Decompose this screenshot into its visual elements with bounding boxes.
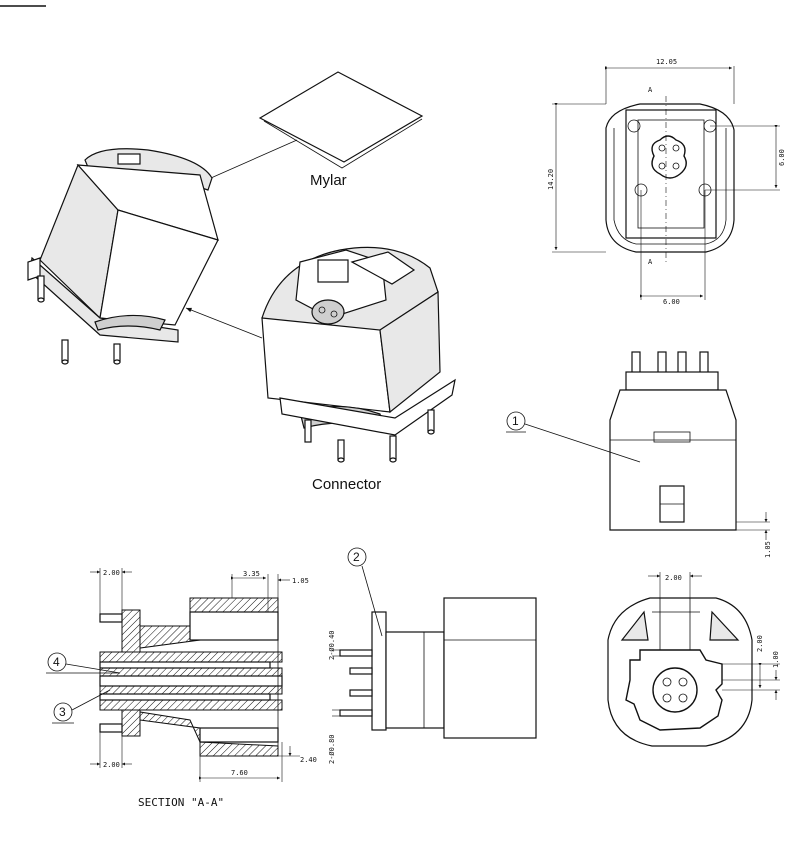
- section-mark-bottom: A: [648, 258, 653, 266]
- dim-sec-top-mid: 3.35: [243, 570, 260, 578]
- mylar-sheet: [258, 71, 424, 169]
- balloon-1: [506, 411, 641, 463]
- connector-iso: [261, 246, 456, 463]
- connector-arrow: [185, 307, 263, 339]
- section-mark-top: A: [648, 86, 653, 94]
- section-a-a: [99, 597, 283, 757]
- section-dimensions: [90, 568, 300, 782]
- dim-sec-bottom-left: 2.00: [103, 761, 120, 769]
- balloon-4-label: 4: [53, 655, 60, 669]
- bottom-view: [607, 597, 753, 747]
- balloon-1-label: 1: [512, 414, 519, 428]
- top-view-dimensions: [552, 66, 780, 300]
- section-title: SECTION "A-A": [138, 796, 224, 809]
- balloon-2: [347, 547, 383, 637]
- balloon-2-label: 2: [353, 550, 360, 564]
- dim-bot-right-b: 1.00: [772, 651, 780, 668]
- dim-top-right: 6.00: [778, 149, 786, 166]
- dim-front-right: 1.05: [764, 541, 772, 558]
- top-view: [605, 96, 735, 262]
- assembled-connector-iso: [27, 148, 219, 365]
- dim-bot-top: 2.00: [665, 574, 682, 582]
- balloon-3-label: 3: [59, 705, 66, 719]
- dim-top-height: 14.20: [547, 169, 555, 190]
- dim-side-top: 2-Ø0.40: [328, 630, 336, 660]
- bottom-view-dimensions: [648, 572, 780, 700]
- dim-sec-bottom-right: 2.40: [300, 756, 317, 764]
- dim-bot-right-a: 2.00: [756, 635, 764, 652]
- dim-sec-bottom-mid: 7.60: [231, 769, 248, 777]
- dim-top-width: 12.05: [656, 58, 677, 66]
- dim-side-bottom: 2-Ø0.80: [328, 734, 336, 764]
- front-view: [609, 351, 770, 540]
- dim-top-bottom: 6.00: [663, 298, 680, 306]
- dim-sec-top-left: 2.00: [103, 569, 120, 577]
- connector-label: Connector: [312, 476, 381, 493]
- side-view: [332, 597, 537, 739]
- balloon-3: [52, 689, 111, 724]
- balloon-4: [46, 652, 121, 674]
- mylar-label: Mylar: [310, 172, 347, 189]
- dim-sec-top-right: 1.05: [292, 577, 309, 585]
